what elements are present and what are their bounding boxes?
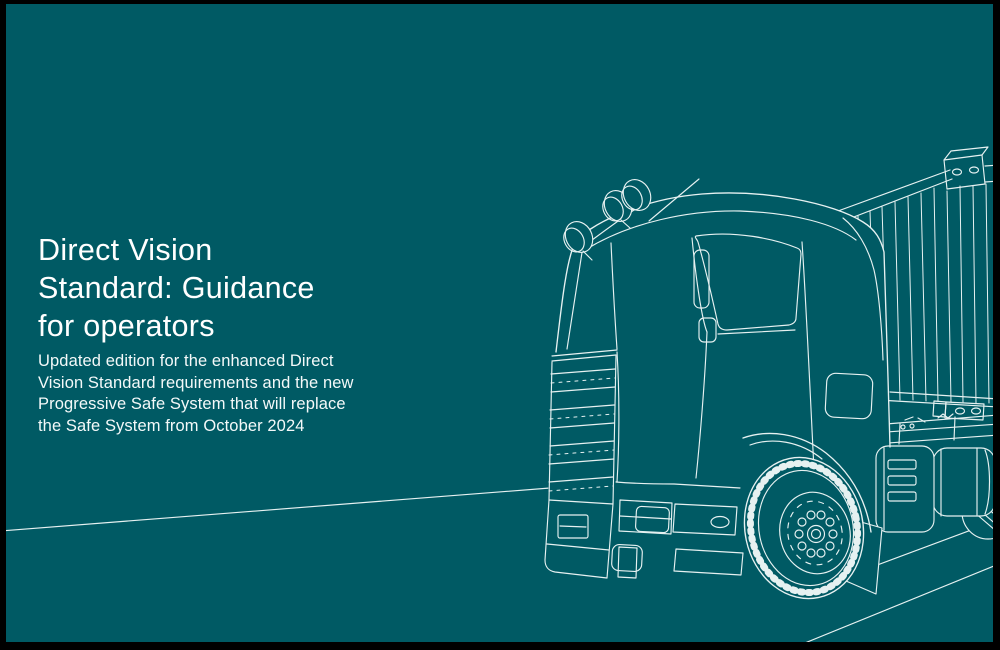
subtitle-line: the Safe System from October 2024 — [38, 416, 305, 435]
subtitle-line: Vision Standard requirements and the new — [38, 373, 354, 392]
truck-line-illustration — [6, 146, 993, 642]
front-bumper — [544, 499, 670, 579]
chassis-catwalk — [885, 413, 993, 445]
cab-silhouette — [545, 192, 890, 578]
truck-cab — [544, 192, 891, 579]
fuel-tanks — [875, 445, 993, 533]
roof-spotlights — [563, 178, 700, 261]
page-title: Direct Vision Standard: Guidance for ope… — [38, 231, 315, 345]
page-subtitle: Updated edition for the enhanced Direct … — [38, 351, 354, 437]
page-title-line: Direct Vision — [38, 233, 213, 267]
page-title-line: Standard: Guidance — [38, 271, 315, 305]
cover-page: Direct Vision Standard: Guidance for ope… — [6, 4, 993, 642]
side-skirt-steps — [615, 481, 744, 579]
page-title-line: for operators — [38, 309, 215, 343]
subtitle-line: Updated edition for the enhanced Direct — [38, 352, 334, 370]
antenna — [648, 178, 700, 222]
front-grille — [548, 355, 617, 505]
cover-art: Direct Vision Standard: Guidance for ope… — [6, 4, 993, 642]
front-wheel — [743, 456, 865, 600]
subtitle-line: Progressive Safe System that will replac… — [38, 395, 346, 413]
